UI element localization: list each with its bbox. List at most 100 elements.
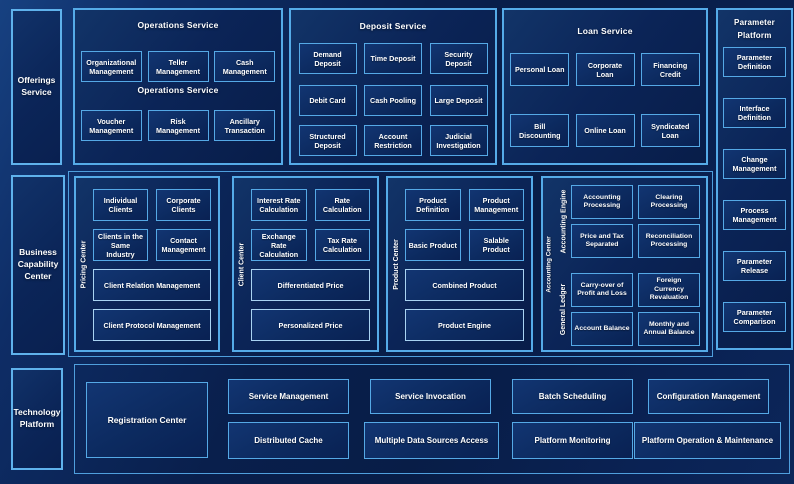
pricing-center-panel: Pricing Center Individual Clients Corpor… xyxy=(74,176,220,352)
client-center-label: Client Center xyxy=(238,242,246,286)
box-time-deposit: Time Deposit xyxy=(364,43,422,74)
pricing-center-label: Pricing Center xyxy=(80,240,88,288)
product-center-strip: Product Center xyxy=(388,178,404,350)
client-center-strip: Client Center xyxy=(234,178,250,350)
box-debit-card: Debit Card xyxy=(298,85,357,116)
parameter-platform-title-line2: Platform xyxy=(737,30,772,40)
box-accounting-processing: Accounting Processing xyxy=(571,185,633,219)
technology-platform-container: Registration Center Service Management S… xyxy=(74,364,790,474)
parameter-platform-title-line1: Parameter xyxy=(734,18,775,27)
box-platform-operation-maintenance: Platform Operation & Maintenance xyxy=(634,422,781,459)
parameter-platform-panel: Parameter Platform Parameter Definition … xyxy=(716,8,793,350)
box-product-management: Product Management xyxy=(468,189,524,221)
accounting-engine-strip: Accounting Engine xyxy=(556,185,571,258)
parameter-items: Parameter Definition Interface Definitio… xyxy=(723,46,786,332)
box-ancillary-transaction: Ancillary Transaction xyxy=(214,110,276,141)
box-product-definition: Product Definition xyxy=(405,189,461,221)
business-capability-center-label-text: Business Capability Center xyxy=(17,247,59,281)
technology-platform-label: Technology Platform xyxy=(11,368,63,470)
box-differentiated-price: Differentiated Price xyxy=(251,269,370,301)
general-ledger-strip: General Ledger xyxy=(556,273,571,346)
accounting-center-panel: Accounting Center Accounting Engine Acco… xyxy=(541,176,708,352)
box-bill-discounting: Bill Discounting xyxy=(510,114,570,147)
accounting-center-strip: Accounting Center xyxy=(543,178,556,350)
box-tax-rate-calculation: Tax Rate Calculation xyxy=(314,229,370,261)
deposit-service-panel: Deposit Service Demand Deposit Time Depo… xyxy=(289,8,497,165)
box-distributed-cache: Distributed Cache xyxy=(228,422,349,459)
accounting-center-label: Accounting Center xyxy=(546,235,554,293)
operations-service-mid-label: Operations Service xyxy=(137,85,219,95)
general-ledger-group: General Ledger Carry-over of Profit and … xyxy=(556,273,700,346)
client-center-panel: Client Center Interest Rate Calculation … xyxy=(232,176,379,352)
box-demand-deposit: Demand Deposit xyxy=(298,43,357,74)
business-capability-center-label: Business Capability Center xyxy=(11,175,65,355)
client-center-content: Interest Rate Calculation Rate Calculati… xyxy=(250,178,377,350)
box-online-loan: Online Loan xyxy=(575,114,635,147)
box-structured-deposit: Structured Deposit xyxy=(298,125,357,156)
box-corporate-clients: Corporate Clients xyxy=(156,189,211,221)
loan-row-2: Bill Discounting Online Loan Syndicated … xyxy=(504,114,706,147)
box-interest-rate-calculation: Interest Rate Calculation xyxy=(251,189,307,221)
product-center-panel: Product Center Product Definition Produc… xyxy=(386,176,533,352)
operations-row-1: Organizational Management Teller Managem… xyxy=(75,51,281,82)
box-corporate-loan: Corporate Loan xyxy=(575,53,635,86)
box-process-management: Process Management xyxy=(723,199,786,230)
parameter-platform-title: Parameter Platform xyxy=(718,17,791,43)
accounting-groups: Accounting Engine Accounting Processing … xyxy=(556,178,706,350)
box-security-deposit: Security Deposit xyxy=(429,43,488,74)
box-interface-definition: Interface Definition xyxy=(723,97,786,128)
box-carry-over-of-profit-and-loss: Carry-over of Profit and Loss xyxy=(571,273,633,307)
box-voucher-management: Voucher Management xyxy=(80,110,142,141)
technology-platform-label-text: Technology Platform xyxy=(13,407,61,429)
box-exchange-rate-calculation: Exchange Rate Calculation xyxy=(251,229,307,261)
pricing-center-content: Individual Clients Corporate Clients Cli… xyxy=(92,178,218,350)
box-contact-management: Contact Management xyxy=(156,229,211,261)
deposit-service-title: Deposit Service xyxy=(359,21,427,31)
offerings-service-label-text: Offerings Service xyxy=(17,75,56,97)
product-center-content: Product Definition Product Management Ba… xyxy=(404,178,531,350)
offerings-service-label: Offerings Service xyxy=(11,9,62,165)
operations-row-2: Voucher Management Risk Management Ancil… xyxy=(75,110,281,141)
operations-service-panel: Operations Service Organizational Manage… xyxy=(73,8,283,165)
box-account-restriction: Account Restriction xyxy=(364,125,422,156)
box-parameter-comparison: Parameter Comparison xyxy=(723,301,786,332)
box-rate-calculation: Rate Calculation xyxy=(314,189,370,221)
deposit-row-1: Demand Deposit Time Deposit Security Dep… xyxy=(291,43,495,74)
box-foreign-currency-revaluation: Foreign Currency Revaluation xyxy=(638,273,700,307)
business-capability-container: Pricing Center Individual Clients Corpor… xyxy=(68,171,713,357)
loan-service-panel: Loan Service Personal Loan Corporate Loa… xyxy=(502,8,708,165)
box-clearing-processing: Clearing Processing xyxy=(638,185,700,219)
box-personalized-price: Personalized Price xyxy=(251,309,370,341)
box-large-deposit: Large Deposit xyxy=(429,85,488,116)
box-individual-clients: Individual Clients xyxy=(93,189,148,221)
loan-service-title: Loan Service xyxy=(577,26,633,36)
box-combined-product: Combined Product xyxy=(405,269,524,301)
deposit-row-2: Debit Card Cash Pooling Large Deposit xyxy=(291,85,495,116)
box-batch-scheduling: Batch Scheduling xyxy=(512,379,633,414)
box-configuration-management: Configuration Management xyxy=(648,379,769,414)
deposit-row-3: Structured Deposit Account Restriction J… xyxy=(291,125,495,156)
box-account-balance: Account Balance xyxy=(571,312,633,346)
box-financing-credit: Financing Credit xyxy=(640,53,700,86)
box-client-protocol-management: Client Protocol Management xyxy=(93,309,211,341)
box-cash-management: Cash Management xyxy=(214,51,276,82)
box-service-management: Service Management xyxy=(228,379,349,414)
box-parameter-release: Parameter Release xyxy=(723,250,786,281)
box-client-relation-management: Client Relation Management xyxy=(93,269,211,301)
box-organizational-management: Organizational Management xyxy=(80,51,142,82)
pricing-center-strip: Pricing Center xyxy=(76,178,92,350)
box-judicial-investigation: Judicial Investigation xyxy=(429,125,488,156)
box-clients-in-same-industry: Clients in the Same Industry xyxy=(93,229,148,261)
box-service-invocation: Service Invocation xyxy=(370,379,491,414)
box-risk-management: Risk Management xyxy=(147,110,209,141)
box-teller-management: Teller Management xyxy=(147,51,209,82)
general-ledger-label: General Ledger xyxy=(560,283,568,336)
box-product-engine: Product Engine xyxy=(405,309,524,341)
box-monthly-and-annual-balance: Monthly and Annual Balance xyxy=(638,312,700,346)
box-platform-monitoring: Platform Monitoring xyxy=(512,422,633,459)
box-reconciliation-processing: Reconciliation Processing xyxy=(638,224,700,258)
box-multiple-data-sources-access: Multiple Data Sources Access xyxy=(364,422,499,459)
box-salable-product: Salable Product xyxy=(468,229,524,261)
box-registration-center: Registration Center xyxy=(86,382,208,458)
